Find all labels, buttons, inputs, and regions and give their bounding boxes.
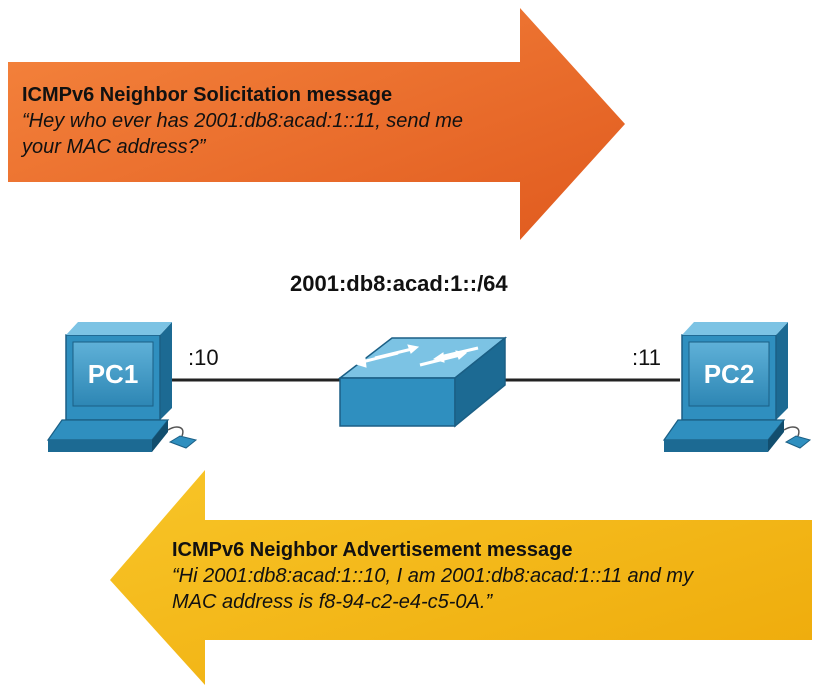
pc2-label: PC2 <box>704 359 755 389</box>
solicitation-arrow <box>8 8 625 240</box>
switch-arrows-icon <box>354 344 479 368</box>
advertisement-line-1: “Hi 2001:db8:acad:1::10, I am 2001:db8:a… <box>172 565 694 587</box>
pc2-icon <box>662 322 812 452</box>
network-prefix: 2001:db8:acad:1::/64 <box>290 271 508 296</box>
advertisement-title: ICMPv6 Neighbor Advertisement message <box>172 539 573 561</box>
solicitation-title: ICMPv6 Neighbor Solicitation message <box>22 84 393 106</box>
solicitation-line-2: your MAC address?” <box>22 136 206 158</box>
advertisement-message: ICMPv6 Neighbor Advertisement message “H… <box>172 537 782 615</box>
advertisement-line-2: MAC address is f8-94-c2-e4-c5-0A.” <box>172 591 493 613</box>
pc1-icon <box>46 322 198 452</box>
pc2-interface-id: :11 <box>632 345 661 370</box>
solicitation-message: ICMPv6 Neighbor Solicitation message “He… <box>22 82 542 160</box>
pc1-interface-id: :10 <box>188 345 219 370</box>
solicitation-line-1: “Hey who ever has 2001:db8:acad:1::11, s… <box>22 110 464 132</box>
pc1-label: PC1 <box>88 359 139 389</box>
advertisement-arrow <box>110 470 812 685</box>
switch-icon <box>337 336 508 428</box>
